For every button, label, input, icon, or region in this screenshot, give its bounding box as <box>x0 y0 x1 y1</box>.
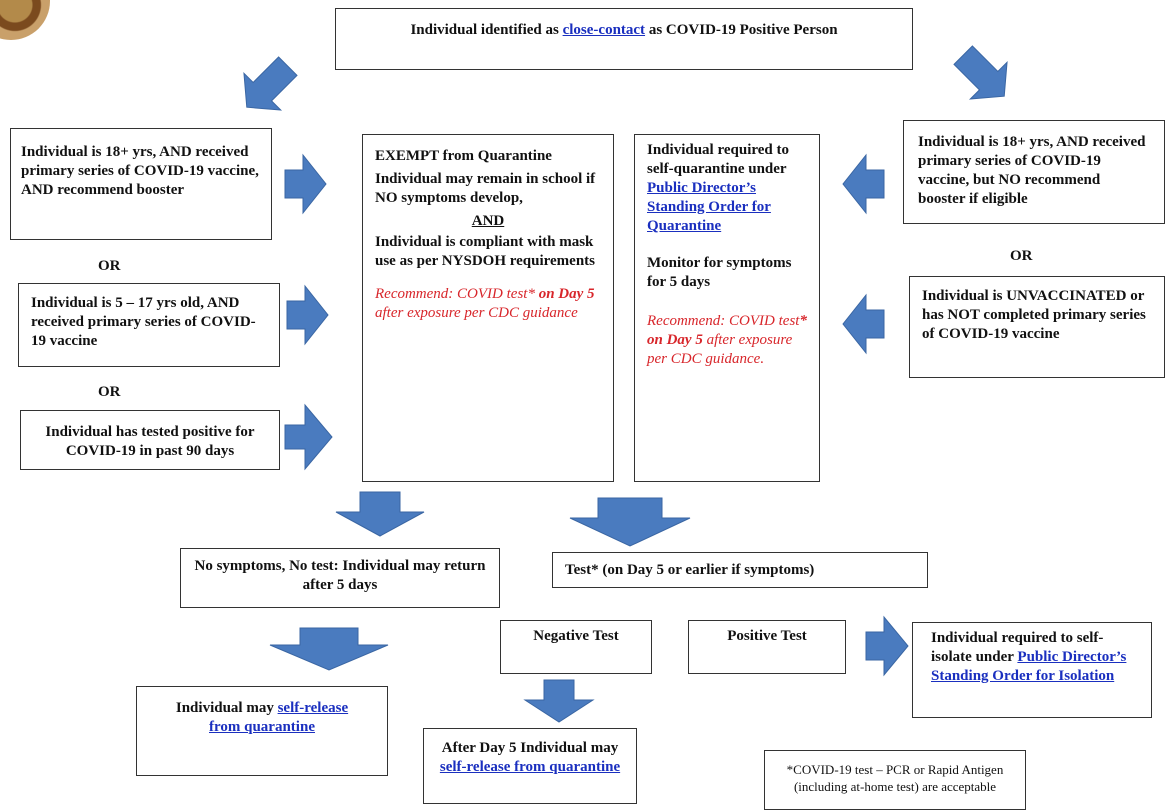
right-criteria-box-2: Individual is UNVACCINATED or has NOT co… <box>909 276 1165 378</box>
exempt-school-text: Individual may remain in school if NO sy… <box>375 171 596 206</box>
or-label-right: OR <box>1010 248 1033 264</box>
quarantine-text: Individual required to self-quarantine u… <box>647 142 789 177</box>
quarantine-recommend-end: after exposure per CDC guidance. <box>647 332 793 367</box>
block-arrow-icon <box>335 491 425 537</box>
isolation-text: Individual required to self-isolate unde… <box>931 630 1104 665</box>
right-criteria-box-1: Individual is 18+ yrs, AND received prim… <box>903 120 1165 224</box>
footnote-line-1: *COVID-19 test – PCR or Rapid Antigen <box>786 762 1004 777</box>
left-criteria-text-3: Individual has tested positive for COVID… <box>45 424 255 459</box>
block-arrow-icon <box>523 679 595 723</box>
monitor-symptoms-text: Monitor for symptoms for 5 days <box>647 255 792 290</box>
positive-test-box: Positive Test <box>688 620 846 674</box>
block-arrow-icon <box>865 615 909 677</box>
self-release-text: Individual may <box>175 700 278 716</box>
test-text: Test* (on Day 5 or earlier if symptoms) <box>565 562 815 578</box>
left-criteria-box-2: Individual is 5 – 17 yrs old, AND receiv… <box>18 283 280 367</box>
negative-test-label: Negative Test <box>533 628 619 644</box>
block-arrow-icon <box>284 403 333 471</box>
isolation-order-link[interactable]: Public Director’s Standing Order for Iso… <box>931 649 1127 684</box>
block-arrow-icon <box>569 497 691 547</box>
no-symptoms-text: No symptoms, No test: Individual may ret… <box>194 558 486 593</box>
self-release-box: Individual may self-release from quarant… <box>136 686 388 776</box>
or-label-left-1: OR <box>98 258 121 274</box>
left-criteria-box-3: Individual has tested positive for COVID… <box>20 410 280 470</box>
or-label-left-2: OR <box>98 384 121 400</box>
quarantine-order-link[interactable]: Public Director’s Standing Order for Qua… <box>647 180 771 234</box>
exempt-and: AND <box>471 213 505 229</box>
negative-test-box: Negative Test <box>500 620 652 674</box>
footnote-line-2: (including at-home test) are acceptable <box>793 779 997 794</box>
block-arrow-icon <box>269 627 389 671</box>
self-release-link[interactable]: self-release from quarantine <box>209 700 349 735</box>
positive-test-label: Positive Test <box>727 628 807 644</box>
after-day5-text: After Day 5 Individual may <box>441 740 619 756</box>
right-criteria-text-2: Individual is UNVACCINATED or has NOT co… <box>922 288 1146 342</box>
no-symptoms-box: No symptoms, No test: Individual may ret… <box>180 548 500 608</box>
block-arrow-icon <box>842 293 885 355</box>
close-contact-text: Individual identified as <box>410 22 563 38</box>
isolation-box: Individual required to self-isolate unde… <box>912 622 1152 718</box>
exempt-title: EXEMPT from Quarantine <box>375 148 552 164</box>
after-day5-box: After Day 5 Individual may self-release … <box>423 728 637 804</box>
quarantine-recommend-day: * on Day 5 <box>647 313 807 348</box>
left-criteria-box-1: Individual is 18+ yrs, AND received prim… <box>10 128 272 240</box>
close-contact-text-end: as COVID-19 Positive Person <box>645 22 838 38</box>
block-arrow-icon <box>284 153 327 215</box>
quarantine-box: Individual required to self-quarantine u… <box>634 134 820 482</box>
footnote-box: *COVID-19 test – PCR or Rapid Antigen (i… <box>764 750 1026 810</box>
right-criteria-text-1: Individual is 18+ yrs, AND received prim… <box>918 134 1146 207</box>
block-arrow-icon <box>286 284 329 346</box>
close-contact-link[interactable]: close-contact <box>562 22 646 38</box>
test-box: Test* (on Day 5 or earlier if symptoms) <box>552 552 928 588</box>
quarantine-recommend-text: Recommend: COVID test <box>647 313 800 329</box>
close-contact-box: Individual identified as close-contact a… <box>335 8 913 70</box>
left-criteria-text-2: Individual is 5 – 17 yrs old, AND receiv… <box>31 295 256 349</box>
block-arrow-icon <box>953 45 1008 100</box>
after-day5-link[interactable]: self-release from quarantine <box>439 759 621 775</box>
left-criteria-text-1: Individual is 18+ yrs, AND received prim… <box>21 144 259 198</box>
exempt-recommend-day: on Day 5 <box>538 286 595 302</box>
exempt-mask-text: Individual is compliant with mask use as… <box>375 234 596 269</box>
exempt-recommend-end: after exposure per CDC guidance <box>375 305 578 321</box>
exempt-box: EXEMPT from Quarantine Individual may re… <box>362 134 614 482</box>
block-arrow-icon <box>842 153 885 215</box>
block-arrow-icon <box>243 56 298 111</box>
exempt-recommend-text: Recommend: COVID test* <box>375 286 539 302</box>
